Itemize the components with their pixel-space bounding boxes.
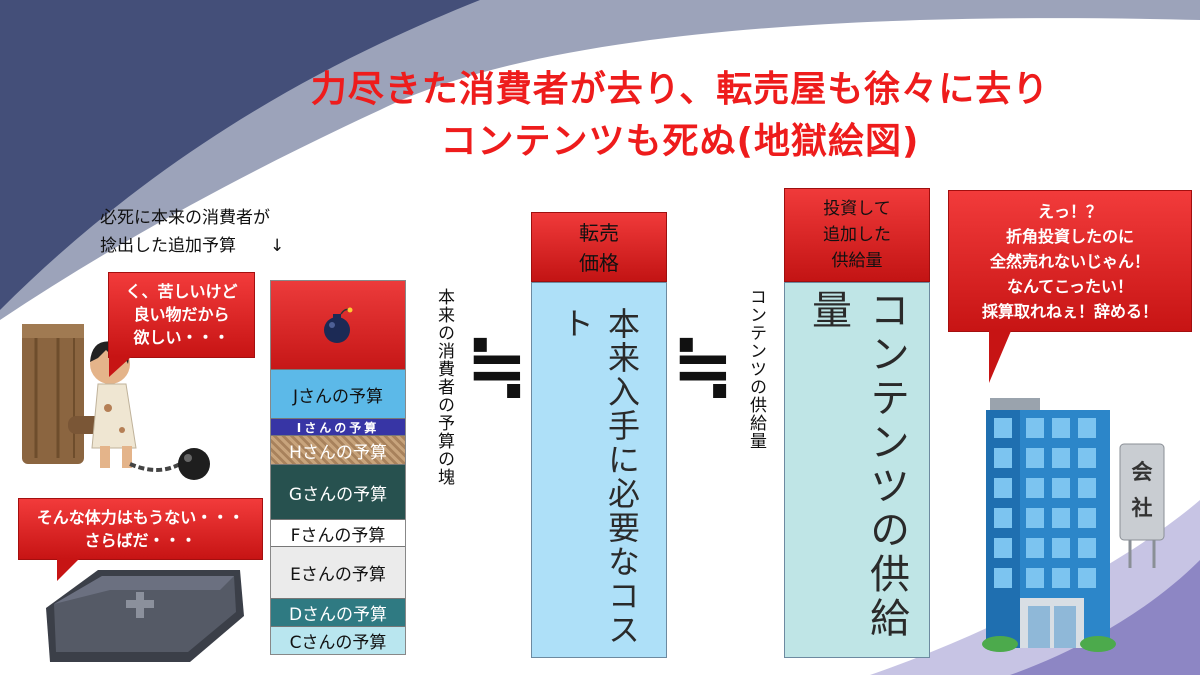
budget-layer-j: Jさんの予算 (271, 369, 405, 418)
approx-equal-sign-2: ≒ (672, 323, 735, 409)
consumer-bubble-line: 欲しい・・・ (133, 328, 230, 347)
resale-head-line: 価格 (579, 251, 619, 275)
resale-price-header: 転売 価格 (531, 212, 667, 282)
bomb-icon (324, 307, 353, 343)
title-line-2: コンテンツも死ぬ(地獄絵図) (440, 121, 920, 162)
caption-line-2: 捻出した追加予算 ↓ (100, 236, 285, 256)
sign-char: 会 (1131, 460, 1153, 484)
invest-head-line: 供給量 (831, 251, 883, 271)
company-bubble-line: えっ！？ (1037, 202, 1102, 221)
supply-label: コンテンツの供給量 (746, 288, 766, 450)
approx-equal-sign-1: ≒ (466, 323, 529, 409)
content-supply-column: コンテンツの供給量 (784, 282, 930, 658)
budget-layer-d: Dさんの予算 (271, 598, 405, 626)
company-bubble-line: 折角投資したのに (1005, 227, 1134, 246)
company-building-illustration (982, 398, 1165, 652)
company-bubble-line: 採算取れねぇ！辞める！ (981, 302, 1158, 321)
resale-cost-text: 本来入手に必要なコスト (557, 307, 641, 647)
resale-cost-column: 本来入手に必要なコスト (531, 282, 667, 658)
title-line-1: 力尽きた消費者が去り、転売屋も徐々に去り (310, 69, 1050, 110)
coffin-speech-bubble: そんな体力はもうない・・・ さらばだ・・・ (18, 498, 263, 581)
company-speech-bubble: えっ！？ 折角投資したのに 全然売れないじゃん！ なんてこったい！ 採算取れねぇ… (948, 190, 1192, 383)
coffin-illustration (46, 570, 244, 662)
caption-line-1: 必死に本来の消費者が (100, 208, 270, 228)
budget-layer-i: Iさんの予算 (271, 418, 405, 435)
resale-head-line: 転売 (579, 221, 619, 245)
company-bubble-line: 全然売れないじゃん！ (989, 252, 1150, 271)
budget-layer-e: Eさんの予算 (271, 546, 405, 598)
bomb-header (271, 281, 405, 369)
extra-budget-caption: 必死に本来の消費者が 捻出した追加予算 ↓ (100, 204, 350, 260)
invest-head-line: 投資して (823, 199, 891, 219)
company-sign: 会 社 (1120, 454, 1164, 526)
budget-layer-f: Fさんの予算 (271, 519, 405, 546)
consumer-bubble-line: く、苦しいけど (125, 282, 238, 301)
consumer-budget-stack: Jさんの予算 Iさんの予算 Hさんの予算 Gさんの予算 Fさんの予算 Eさんの予… (270, 280, 406, 655)
budget-layer-g: Gさんの予算 (271, 464, 405, 519)
consumer-bubble-line: 良い物だから (133, 305, 230, 324)
sign-char: 社 (1131, 496, 1153, 520)
budget-block-label: 本来の消費者の予算の塊 (434, 288, 454, 486)
invest-head-line: 追加した (823, 225, 891, 245)
coffin-bubble-line: そんな体力はもうない・・・ (36, 508, 245, 527)
budget-layer-h: Hさんの予算 (271, 435, 405, 464)
consumer-speech-bubble: く、苦しいけど 良い物だから 欲しい・・・ (108, 272, 255, 377)
invested-supply-header: 投資して 追加した 供給量 (784, 188, 930, 282)
company-bubble-line: なんてこったい！ (1006, 277, 1134, 296)
page-title: 力尽きた消費者が去り、転売屋も徐々に去り コンテンツも死ぬ(地獄絵図) (200, 64, 1160, 168)
budget-layer-c: Cさんの予算 (271, 626, 405, 654)
content-supply-text: コンテンツの供給量 (805, 289, 909, 641)
coffin-bubble-line: さらばだ・・・ (84, 531, 197, 550)
